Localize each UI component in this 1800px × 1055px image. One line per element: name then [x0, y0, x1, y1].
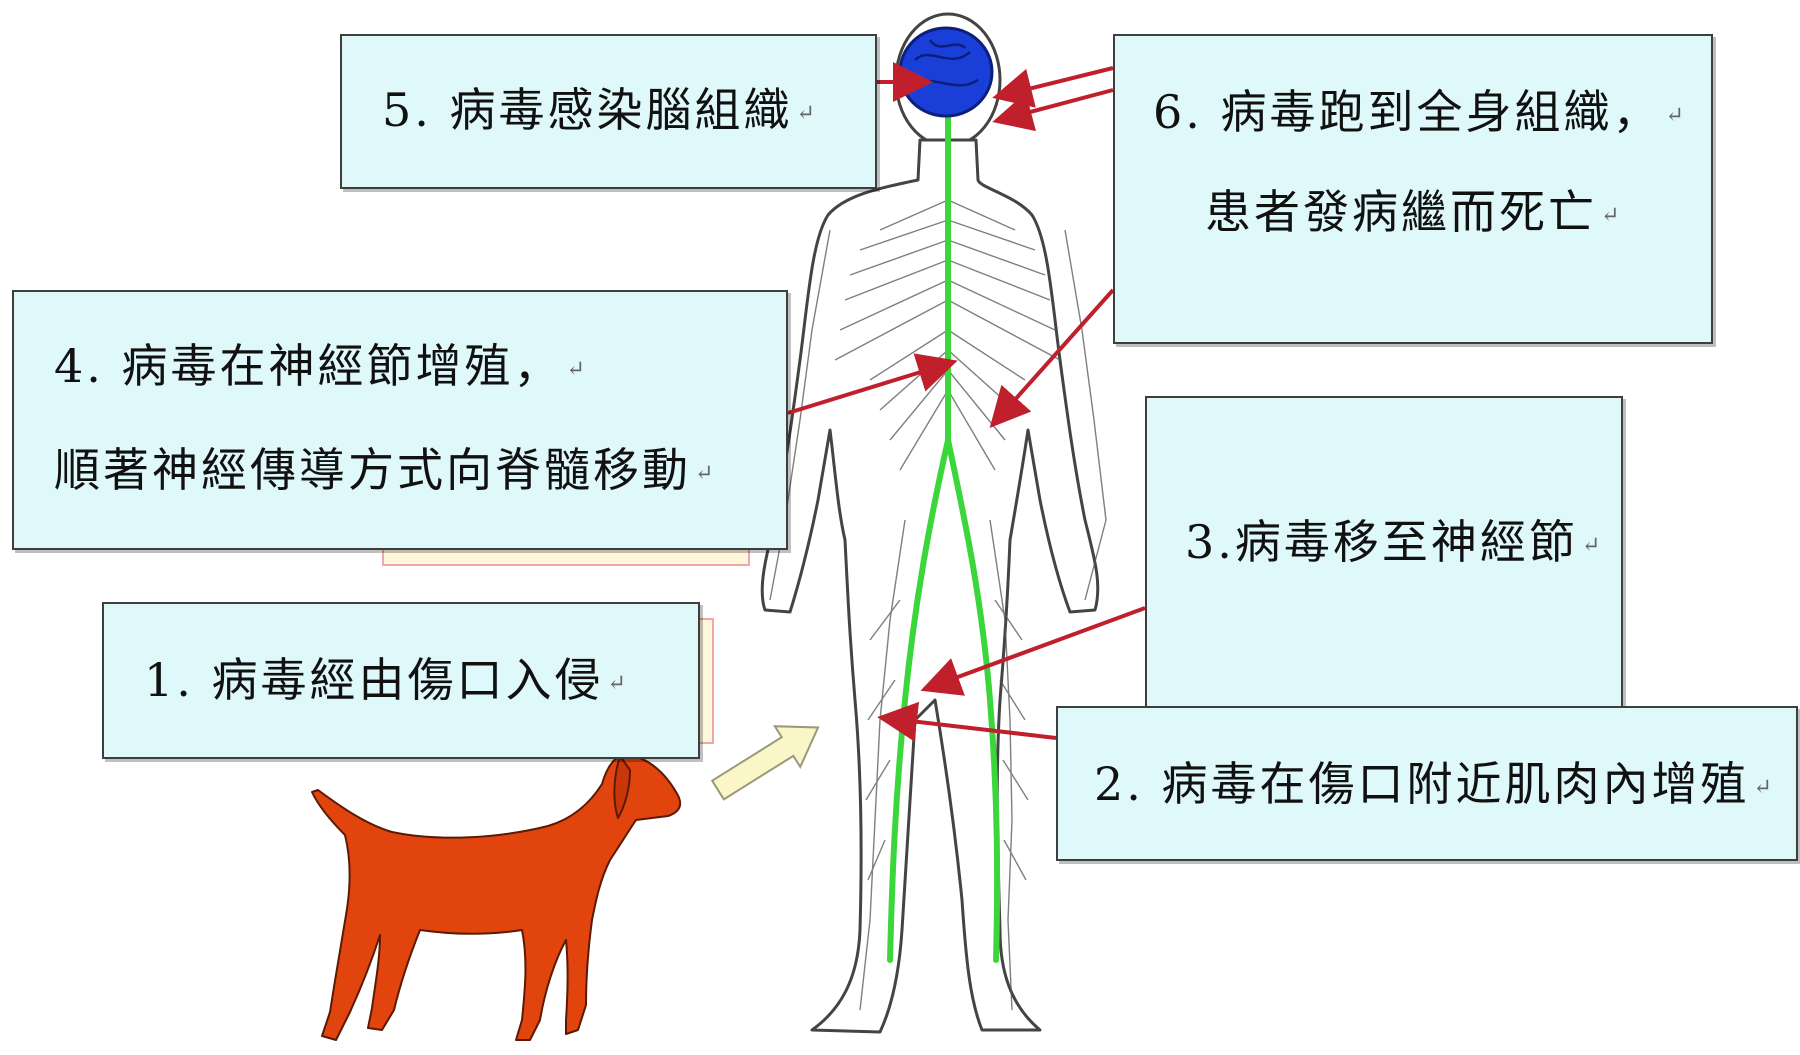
step3-text: 3.病毒移至神經節	[1185, 515, 1578, 569]
return-mark: ↵	[607, 671, 629, 697]
return-mark: ↵	[1601, 203, 1623, 229]
step4-text-line2: 順著神經傳導方式向脊髓移動	[54, 443, 691, 497]
step4-text-line1: 4. 病毒在神經節增殖，	[54, 339, 563, 393]
return-mark: ↵	[695, 461, 717, 487]
step2-text: 2. 病毒在傷口附近肌肉內增殖	[1094, 757, 1750, 811]
step5-text: 5. 病毒感染腦組織	[382, 83, 793, 137]
step1-label-box: 1. 病毒經由傷口入侵↵	[102, 602, 700, 759]
dog-icon	[311, 754, 682, 1041]
return-mark: ↵	[796, 101, 818, 127]
brain-icon	[898, 26, 994, 118]
step5-label-box: 5. 病毒感染腦組織↵	[340, 34, 877, 189]
step4-label-box: 4. 病毒在神經節增殖，↵ 順著神經傳導方式向脊髓移動↵	[12, 290, 788, 550]
step1-text: 1. 病毒經由傷口入侵	[144, 653, 604, 707]
step6-text-line1: 6. 病毒跑到全身組織，	[1153, 85, 1662, 139]
entry-arrow-icon	[710, 725, 820, 801]
return-mark: ↵	[1753, 775, 1775, 801]
step3-label-box: 3.病毒移至神經節↵	[1145, 396, 1623, 708]
step6-text-line2: 患者發病繼而死亡	[1205, 185, 1597, 239]
return-mark: ↵	[566, 357, 588, 383]
pointer-arrows	[787, 62, 1146, 742]
step6-label-box: 6. 病毒跑到全身組織，↵ 患者發病繼而死亡↵	[1113, 34, 1713, 344]
return-mark: ↵	[1581, 533, 1604, 559]
step2-label-box: 2. 病毒在傷口附近肌肉內增殖↵	[1056, 706, 1798, 861]
return-mark: ↵	[1665, 103, 1687, 129]
